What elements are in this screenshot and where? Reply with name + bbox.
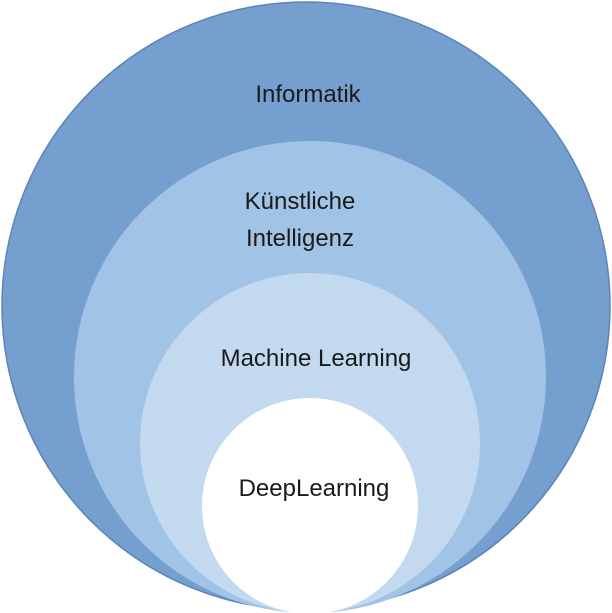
label-machine-learning: Machine Learning (221, 345, 412, 372)
label-intelligenz-line2: Intelligenz (246, 225, 354, 252)
label-kuenstliche-line1: Künstliche (245, 188, 356, 215)
label-deep-learning: DeepLearning (239, 475, 390, 502)
circle-deep-learning (202, 398, 418, 613)
label-informatik: Informatik (255, 81, 361, 108)
